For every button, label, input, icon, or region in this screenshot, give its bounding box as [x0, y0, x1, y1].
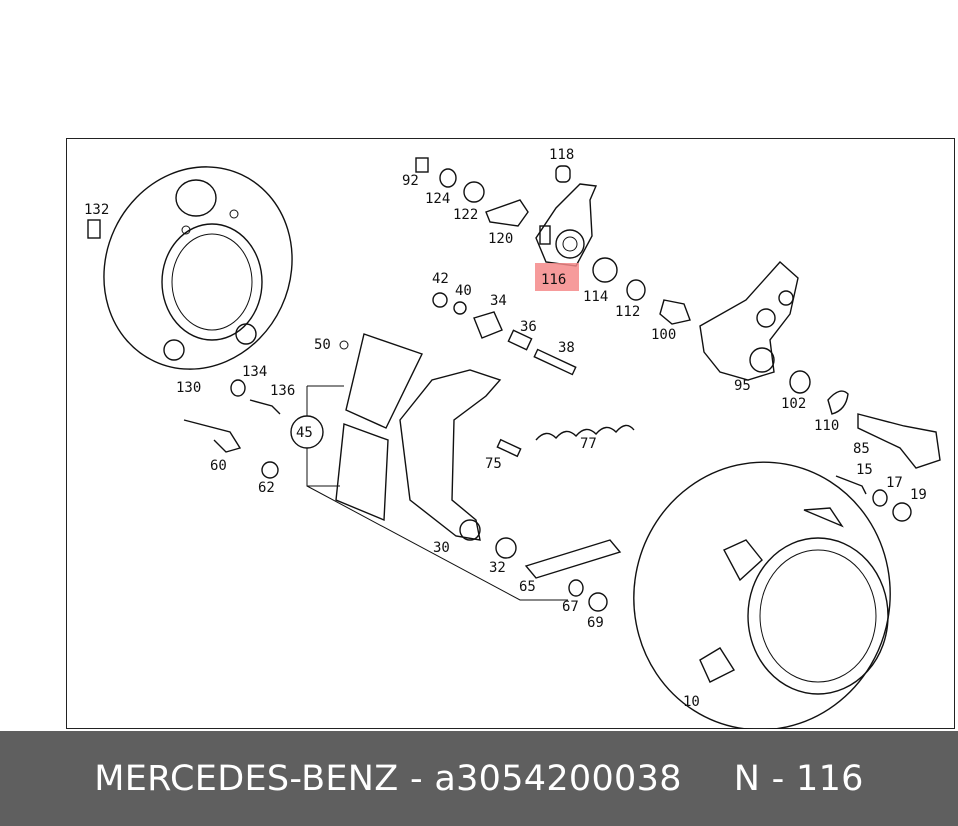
part-134-clip [230, 379, 246, 397]
part-136-bolt [249, 399, 281, 415]
part-34-roller [473, 311, 503, 339]
label-10: 10 [683, 694, 700, 710]
part-122-washer [463, 181, 485, 203]
label-32: 32 [489, 560, 506, 576]
footer-brand-part-number: MERCEDES-BENZ - a3054200038 [94, 758, 682, 799]
part-50-rivet [339, 340, 349, 350]
part-69-nut [588, 592, 608, 612]
part-130-backing-plate [103, 166, 293, 370]
label-85: 85 [853, 441, 870, 457]
label-116: 116 [541, 272, 566, 288]
diagram-frame [66, 138, 955, 729]
part-38-pin [533, 348, 577, 376]
part-65-link [524, 539, 622, 579]
part-60-anchor-pin [183, 419, 242, 453]
part-112-ring [626, 279, 646, 301]
label-114: 114 [583, 289, 608, 305]
label-122: 122 [453, 207, 478, 223]
label-124: 124 [425, 191, 450, 207]
part-17-washer [872, 489, 888, 507]
label-36: 36 [520, 319, 537, 335]
part-32-roller [495, 537, 517, 559]
label-17: 17 [886, 475, 903, 491]
label-95: 95 [734, 378, 751, 394]
label-69: 69 [587, 615, 604, 631]
part-62-ring [261, 461, 279, 479]
highlight-116-box [535, 263, 579, 291]
part-40-ring [453, 301, 467, 315]
label-34: 34 [490, 293, 507, 309]
label-118: 118 [549, 147, 574, 163]
exploded-parts-diagram: 132 130 92 124 122 120 118 116 114 112 1… [84, 147, 941, 729]
label-65: 65 [519, 579, 536, 595]
label-15: 15 [856, 462, 873, 478]
part-95-camshaft-bracket [699, 261, 799, 381]
label-120: 120 [488, 231, 513, 247]
part-116-slack-adjuster [535, 183, 598, 267]
part-110-clip [827, 390, 849, 415]
part-45-kit-marker [290, 385, 568, 601]
label-50: 50 [314, 337, 331, 353]
label-92: 92 [402, 173, 419, 189]
part-120-bracket [485, 199, 529, 227]
part-75-pin [496, 438, 522, 458]
part-132-bolt [87, 219, 101, 239]
footer-bar: MERCEDES-BENZ - a3054200038 N - 116 [0, 731, 958, 826]
label-45: 45 [296, 425, 313, 441]
label-102: 102 [781, 396, 806, 412]
part-10-brake-drum [633, 461, 891, 729]
part-36-pin [507, 329, 533, 351]
label-19: 19 [910, 487, 927, 503]
part-50-brake-lining [345, 333, 423, 429]
part-15-bolt [835, 475, 867, 495]
footer-caption: MERCEDES-BENZ - a3054200038 N - 116 [0, 731, 958, 826]
label-38: 38 [558, 340, 575, 356]
label-112: 112 [615, 304, 640, 320]
label-75: 75 [485, 456, 502, 472]
label-30: 30 [433, 540, 450, 556]
part-lower-brake-lining [335, 423, 389, 522]
label-136: 136 [270, 383, 295, 399]
part-19-nut [892, 502, 912, 522]
label-62: 62 [258, 480, 275, 496]
part-92-screw [415, 157, 429, 173]
part-102-ring [789, 370, 811, 394]
label-132: 132 [84, 202, 109, 218]
part-114-ring [592, 257, 618, 283]
part-124-washer [439, 168, 457, 188]
footer-position-number: N - 116 [733, 758, 864, 799]
label-134: 134 [242, 364, 267, 380]
label-60: 60 [210, 458, 227, 474]
label-130: 130 [176, 380, 201, 396]
part-118-bushing [555, 165, 571, 183]
part-77-spring [535, 424, 635, 441]
label-42: 42 [432, 271, 449, 287]
label-77: 77 [580, 436, 597, 452]
label-110: 110 [814, 418, 839, 434]
part-100-bushing [659, 299, 691, 325]
part-67-washer [568, 579, 584, 597]
part-85-camshaft [857, 413, 941, 469]
label-100: 100 [651, 327, 676, 343]
part-30-brake-shoe [399, 369, 502, 541]
label-40: 40 [455, 283, 472, 299]
label-67: 67 [562, 599, 579, 615]
part-42-ring [432, 292, 448, 308]
